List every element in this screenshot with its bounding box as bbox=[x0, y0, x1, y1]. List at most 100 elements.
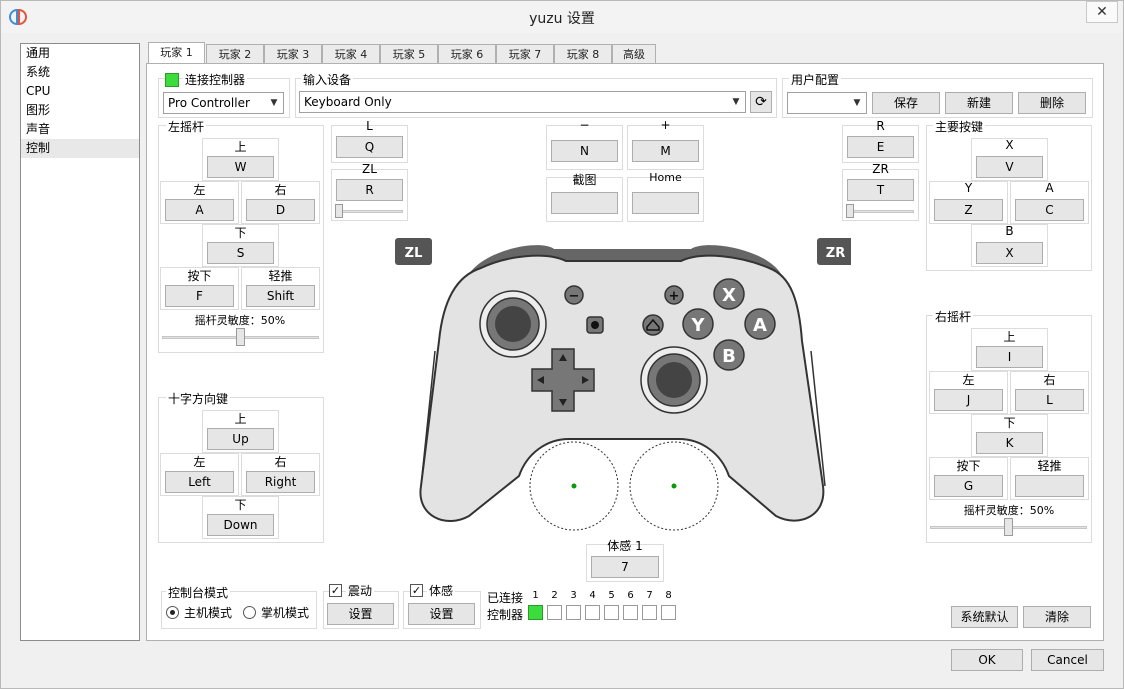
profile-delete-button[interactable]: 删除 bbox=[1018, 92, 1086, 114]
screenshot-button[interactable] bbox=[551, 192, 618, 214]
handheld-mode-radio[interactable] bbox=[243, 606, 256, 619]
right-stick-modifier-label: 轻推 bbox=[1037, 459, 1062, 473]
profile-save-button[interactable]: 保存 bbox=[872, 92, 940, 114]
face-buttons-group bbox=[926, 125, 1092, 271]
minus-button-icon bbox=[564, 285, 584, 305]
right-stick-up-box bbox=[971, 328, 1048, 371]
controller-indicator[interactable] bbox=[547, 605, 562, 620]
zr-button[interactable]: T bbox=[847, 179, 914, 201]
motion-checkbox[interactable]: ✓ bbox=[410, 584, 423, 597]
sidebar-item-general[interactable]: 通用 bbox=[26, 46, 51, 60]
r-button[interactable]: E bbox=[847, 136, 914, 158]
dpad-left-button[interactable]: Left bbox=[165, 471, 234, 493]
tab-player-6[interactable]: 玩家 6 bbox=[438, 44, 496, 64]
restore-defaults-button[interactable]: 系统默认 bbox=[951, 606, 1018, 628]
tab-advanced[interactable]: 高级 bbox=[612, 44, 656, 64]
home-button[interactable] bbox=[632, 192, 699, 214]
left-stick-right-button[interactable]: D bbox=[246, 199, 315, 221]
zl-button[interactable]: R bbox=[336, 179, 403, 201]
controller-indicator[interactable] bbox=[623, 605, 638, 620]
right-stick-press-button[interactable]: G bbox=[934, 475, 1003, 497]
handheld-mode-label: 掌机模式 bbox=[261, 606, 310, 620]
tab-player-8[interactable]: 玩家 8 bbox=[554, 44, 612, 64]
dpad-up-label: 上 bbox=[234, 412, 247, 426]
face-x-button[interactable]: V bbox=[976, 156, 1043, 178]
left-stick-up-button[interactable]: W bbox=[207, 156, 274, 178]
vibration-checkbox[interactable]: ✓ bbox=[329, 584, 342, 597]
motion-group-label: 体感 bbox=[427, 582, 456, 599]
left-stick-left-button[interactable]: A bbox=[165, 199, 234, 221]
controller-indicator[interactable] bbox=[585, 605, 600, 620]
profile-select[interactable]: ▼ bbox=[787, 92, 867, 114]
close-button[interactable]: ✕ bbox=[1086, 1, 1118, 23]
sidebar-item-system[interactable]: 系统 bbox=[26, 65, 51, 79]
face-y-button[interactable]: Z bbox=[934, 199, 1003, 221]
clear-button[interactable]: 清除 bbox=[1023, 606, 1091, 628]
minus-button[interactable]: N bbox=[551, 140, 618, 162]
left-stick-modifier-box bbox=[241, 267, 320, 310]
left-stick-press-button[interactable]: F bbox=[165, 285, 234, 307]
home-button-icon bbox=[642, 314, 664, 336]
tab-player-3[interactable]: 玩家 3 bbox=[264, 44, 322, 64]
profile-new-button[interactable]: 新建 bbox=[945, 92, 1013, 114]
sidebar-item-audio[interactable]: 声音 bbox=[26, 122, 51, 136]
dpad-up-button[interactable]: Up bbox=[207, 428, 274, 450]
dpad-left-arrow-icon bbox=[537, 376, 544, 384]
zl-threshold-thumb[interactable] bbox=[335, 204, 343, 218]
l-button[interactable]: Q bbox=[336, 136, 403, 158]
vibration-settings-button[interactable]: 设置 bbox=[327, 603, 394, 625]
dpad-right-button[interactable]: Right bbox=[246, 471, 315, 493]
left-stick-down-button[interactable]: S bbox=[207, 242, 274, 264]
motion-1-button[interactable]: 7 bbox=[591, 556, 659, 578]
controller-indicator[interactable] bbox=[528, 605, 543, 620]
right-stick-right-button[interactable]: L bbox=[1015, 389, 1084, 411]
left-stick-press-label: 按下 bbox=[187, 269, 212, 283]
plus-button[interactable]: M bbox=[632, 140, 699, 162]
controller-indicator[interactable] bbox=[642, 605, 657, 620]
controller-indicator[interactable] bbox=[661, 605, 676, 620]
motion-settings-button[interactable]: 设置 bbox=[408, 603, 475, 625]
controller-indicator[interactable] bbox=[566, 605, 581, 620]
tab-player-1[interactable]: 玩家 1 bbox=[148, 42, 205, 65]
controller-type-select[interactable]: Pro Controller▼ bbox=[163, 92, 284, 114]
refresh-button[interactable]: ⟳ bbox=[750, 91, 772, 113]
left-stick-sensitivity-label: 摇杆灵敏度：50% bbox=[194, 314, 286, 327]
zr-threshold-thumb[interactable] bbox=[846, 204, 854, 218]
cancel-button[interactable]: Cancel bbox=[1031, 649, 1104, 671]
controller-type-value: Pro Controller bbox=[168, 96, 250, 110]
face-b-button[interactable]: X bbox=[976, 242, 1043, 264]
left-stick-sensitivity-thumb[interactable] bbox=[235, 328, 245, 346]
docked-mode-radio[interactable] bbox=[166, 606, 179, 619]
zl-label: ZL bbox=[362, 162, 377, 176]
zl-badge-label: ZL bbox=[405, 246, 423, 261]
zl-threshold-slider[interactable] bbox=[336, 210, 403, 213]
zr-threshold-slider[interactable] bbox=[847, 210, 914, 213]
dpad-down-button[interactable]: Down bbox=[207, 514, 274, 536]
controller-indicator[interactable] bbox=[604, 605, 619, 620]
right-stick-sensitivity-thumb[interactable] bbox=[1003, 518, 1013, 536]
right-stick-right-label: 右 bbox=[1043, 373, 1056, 387]
right-stick-modifier-button[interactable] bbox=[1015, 475, 1084, 497]
connect-controller-checkbox[interactable] bbox=[165, 73, 179, 87]
sidebar-item-cpu[interactable]: CPU bbox=[26, 84, 51, 98]
right-stick-up-button[interactable]: I bbox=[976, 346, 1043, 368]
tab-player-7[interactable]: 玩家 7 bbox=[496, 44, 554, 64]
zr-label: ZR bbox=[872, 162, 889, 176]
minus-glyph: − bbox=[569, 289, 580, 304]
tab-player-5[interactable]: 玩家 5 bbox=[380, 44, 438, 64]
input-device-value: Keyboard Only bbox=[304, 95, 392, 109]
ok-button[interactable]: OK bbox=[951, 649, 1023, 671]
sidebar-item-graphics[interactable]: 图形 bbox=[26, 103, 51, 117]
tab-player-2[interactable]: 玩家 2 bbox=[206, 44, 264, 64]
input-device-select[interactable]: Keyboard Only▼ bbox=[299, 91, 746, 113]
right-stick-right-box bbox=[1010, 371, 1089, 414]
right-stick-title: 右摇杆 bbox=[933, 308, 974, 325]
right-stick-down-button[interactable]: K bbox=[976, 432, 1043, 454]
face-a-button[interactable]: C bbox=[1015, 199, 1084, 221]
dpad-right-arrow-icon bbox=[582, 376, 589, 384]
tab-player-4[interactable]: 玩家 4 bbox=[322, 44, 380, 64]
right-stick-left-button[interactable]: J bbox=[934, 389, 1003, 411]
left-stick-modifier-button[interactable]: Shift bbox=[246, 285, 315, 307]
sidebar-item-controls[interactable]: 控制 bbox=[21, 139, 139, 158]
face-x-label: X bbox=[1005, 138, 1014, 152]
